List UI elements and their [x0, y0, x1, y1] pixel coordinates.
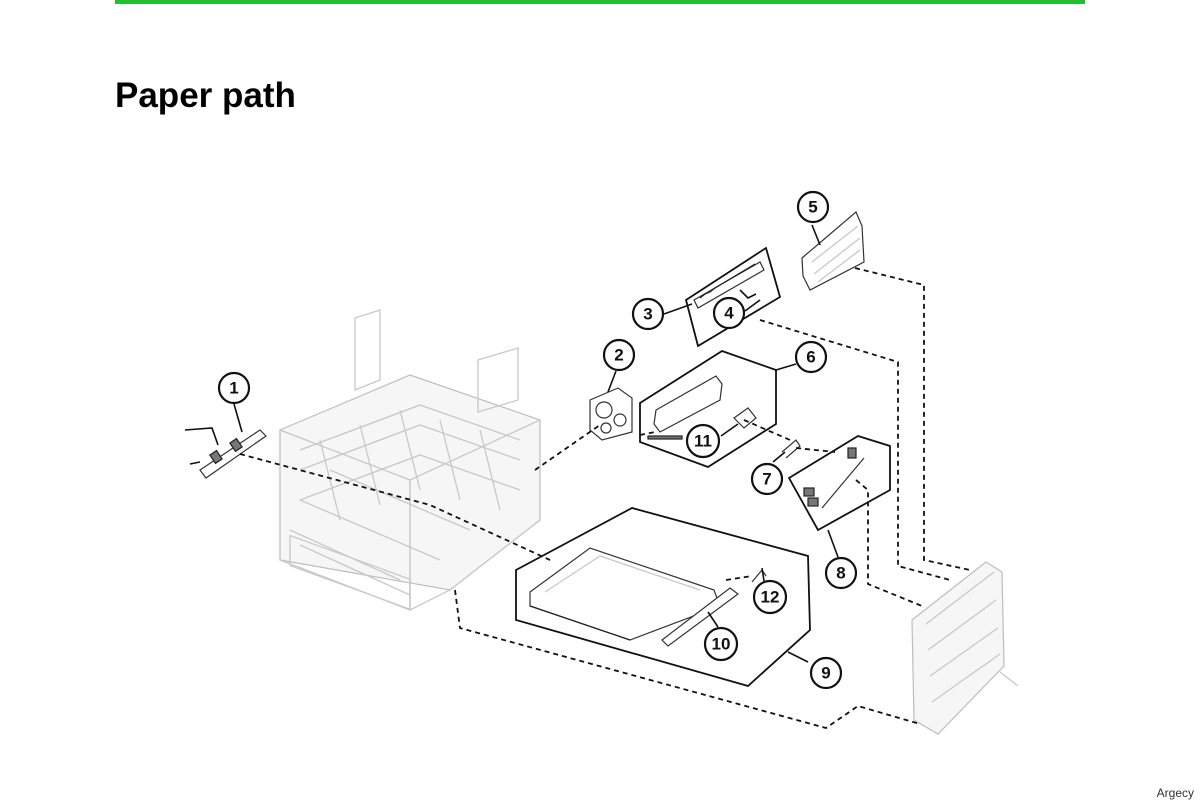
callout-6: 6	[794, 340, 828, 374]
callout-6-label: 6	[806, 348, 815, 367]
page-title: Paper path	[115, 76, 296, 115]
part-2	[589, 387, 633, 441]
part-5	[801, 211, 865, 291]
callout-10-label: 10	[712, 635, 731, 654]
callout-5-label: 5	[808, 198, 817, 217]
callout-8: 8	[824, 556, 858, 590]
callout-7-label: 7	[762, 470, 771, 489]
printer-frame	[279, 309, 541, 612]
callout-11: 11	[685, 423, 721, 459]
callout-8-label: 8	[836, 564, 845, 583]
part-7	[781, 439, 801, 459]
callout-2-label: 2	[614, 346, 623, 365]
callout-11-label: 11	[694, 432, 712, 451]
callout-4: 4	[712, 296, 746, 330]
callout-7: 7	[750, 462, 784, 496]
callout-5: 5	[796, 190, 830, 224]
callout-9: 9	[809, 656, 843, 690]
callout-9-label: 9	[821, 664, 830, 683]
part-8-group	[787, 435, 891, 532]
leader-lines	[233, 224, 839, 663]
watermark: Argecy	[1156, 786, 1194, 800]
connector-lines	[239, 267, 971, 729]
part-6-11-group	[639, 350, 777, 468]
callout-1: 1	[217, 371, 251, 405]
callout-4-label: 4	[724, 304, 734, 323]
side-door-unit	[911, 561, 1019, 735]
callout-12: 12	[752, 579, 788, 615]
top-accent-rule	[115, 0, 1085, 4]
callout-12-label: 12	[761, 588, 780, 607]
part-9-10-12-group	[515, 507, 811, 688]
callout-3-label: 3	[643, 305, 652, 324]
callout-1-label: 1	[229, 379, 238, 398]
part-3-4-group	[684, 246, 782, 348]
callout-2: 2	[602, 338, 636, 372]
part-1	[184, 427, 267, 479]
callout-3: 3	[631, 297, 665, 331]
callout-10: 10	[703, 626, 739, 662]
